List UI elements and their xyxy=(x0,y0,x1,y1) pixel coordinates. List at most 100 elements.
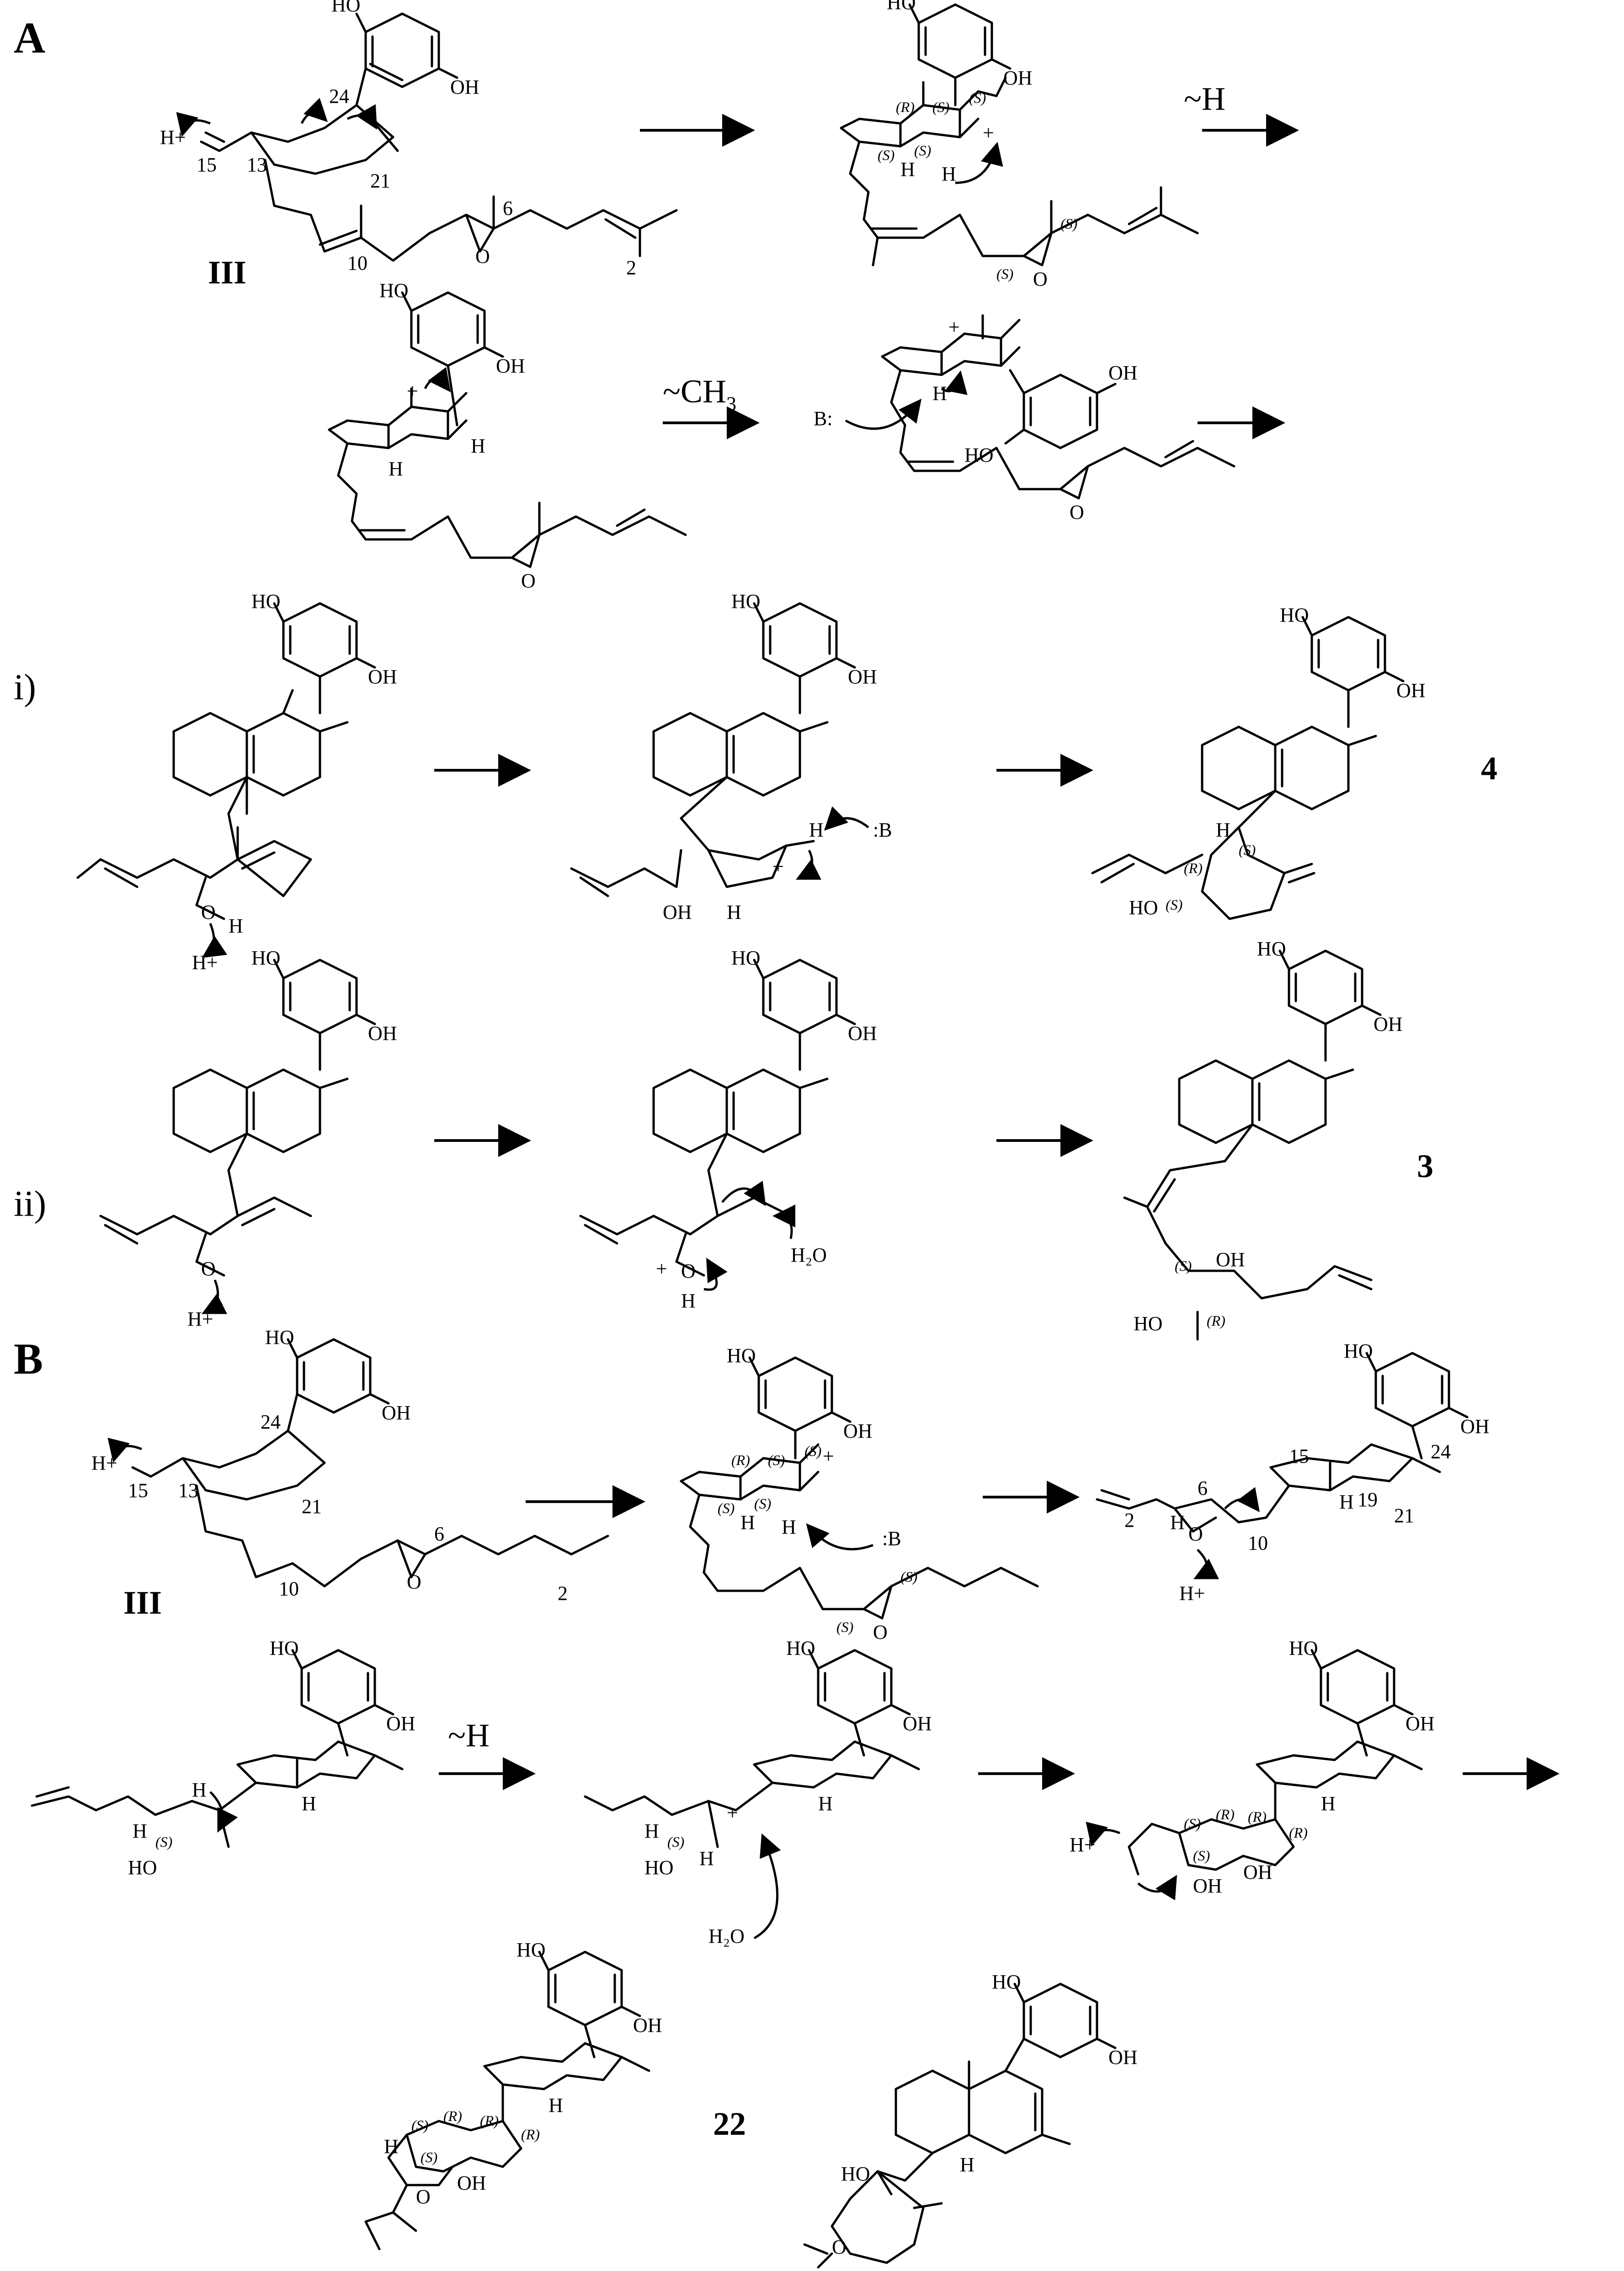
compound-III-b: III xyxy=(123,1584,162,1621)
intermediate-a3: + H OH HO B: O xyxy=(814,314,1235,523)
atom-base-r: :B xyxy=(873,819,892,841)
stereo-S: (S) xyxy=(836,1619,853,1635)
atom-HO: HO xyxy=(516,1939,546,1961)
compound-22-label: 22 xyxy=(713,2106,746,2142)
atom-water: H₂O xyxy=(791,1244,827,1266)
atom-H: H xyxy=(818,1792,833,1815)
atom-OH: OH xyxy=(368,666,397,688)
stereo-S: (S) xyxy=(914,142,931,159)
stereo-S: (S) xyxy=(411,2117,428,2133)
atom-H: H xyxy=(644,1820,659,1842)
atom-plus: + xyxy=(948,316,960,338)
compound-4-structure: HO OH (S) (R) (S) H HO xyxy=(1091,604,1426,920)
atom-O: O xyxy=(201,1258,216,1280)
intermediate-b3: HO OH H H + H (S) HO xyxy=(31,1637,415,1879)
atom-water: H₂O xyxy=(708,1925,745,1947)
atom-H: H xyxy=(133,1820,147,1842)
atom-OH: OH xyxy=(368,1022,397,1045)
num-21: 21 xyxy=(370,170,390,192)
atom-plus: + xyxy=(727,1802,738,1824)
atom-base-r: :B xyxy=(882,1527,901,1550)
atom-O: O xyxy=(681,1260,696,1282)
atom-OH: OH xyxy=(386,1712,415,1735)
atom-HO: HO xyxy=(265,1326,294,1349)
stereo-S: (S) xyxy=(667,1834,684,1850)
num-13: 13 xyxy=(247,154,267,176)
stereo-S: (S) xyxy=(969,90,986,106)
stereo-S: (S) xyxy=(718,1500,735,1516)
panel-label-b: B xyxy=(14,1334,43,1383)
atom-H: H xyxy=(681,1290,696,1312)
atom-HO: HO xyxy=(1289,1637,1318,1659)
compound-3-label: 3 xyxy=(1417,1148,1433,1184)
atom-OH: OH xyxy=(1216,1248,1245,1271)
num-21: 21 xyxy=(302,1495,322,1518)
stereo-S: (S) xyxy=(754,1495,771,1512)
atom-H: H xyxy=(942,163,956,185)
atom-HO: HO xyxy=(251,947,281,969)
intermediate-a2: HO OH + H H O xyxy=(328,279,687,592)
atom-plus: + xyxy=(823,1445,834,1467)
atom-HO: HO xyxy=(786,1637,815,1659)
atom-H: H xyxy=(1339,1491,1354,1513)
atom-plus: + xyxy=(772,855,784,878)
atom-OH: OH xyxy=(457,2172,486,2194)
atom-HO: HO xyxy=(841,2163,870,2185)
stereo-S: (S) xyxy=(1184,1815,1201,1832)
intermediate-b4: HO OH H + H (S) HO H H₂O xyxy=(584,1637,932,1947)
structure-III-a: HO OH 24 21 15 13 H+ 10 O 6 2 xyxy=(160,0,678,279)
intermediate-b5: HO OH H (S) (R) (R) (R) (S) OH OH H+ xyxy=(1070,1637,1435,1901)
atom-H: H xyxy=(1170,1511,1185,1534)
stereo-S: (S) xyxy=(878,147,895,163)
atom-H: H xyxy=(1321,1792,1336,1815)
atom-HO: HO xyxy=(992,1971,1021,1993)
stereo-R: (R) xyxy=(896,99,915,115)
atom-HO: HO xyxy=(331,0,361,16)
atom-O: O xyxy=(416,2186,431,2208)
atom-OH: OH xyxy=(496,355,525,377)
branch-label-i: i) xyxy=(14,667,36,708)
branch-label-ii: ii) xyxy=(14,1184,46,1224)
atom-OH: OH xyxy=(633,2014,662,2036)
num-6: 6 xyxy=(503,197,513,219)
compound-22-structure-a: HO OH H (S) (R) (R) (R) (S) H O OH xyxy=(364,1939,662,2250)
intermediate-a1: HO OH (R) (S) (S) (S) (S) H H + O (S) (S… xyxy=(840,0,1199,290)
atom-Hplus: H+ xyxy=(160,126,186,149)
atom-OH: OH xyxy=(1374,1013,1403,1035)
condition-hydride-shift: ~H xyxy=(1184,80,1225,117)
atom-HO: HO xyxy=(270,1637,299,1659)
atom-HO: HO xyxy=(887,0,916,14)
atom-H: H xyxy=(960,2154,974,2176)
num-2: 2 xyxy=(1124,1509,1134,1531)
atom-OH: OH xyxy=(903,1712,932,1735)
num-24: 24 xyxy=(1431,1440,1451,1463)
atom-HO: HO xyxy=(251,590,281,613)
atom-H: H xyxy=(740,1511,755,1534)
atom-H: H xyxy=(809,819,824,841)
compound-4-label: 4 xyxy=(1481,750,1497,787)
atom-plus: + xyxy=(983,122,994,144)
compound-III-a: III xyxy=(208,254,246,291)
num-19: 19 xyxy=(1358,1488,1378,1511)
num-15: 15 xyxy=(1289,1445,1309,1467)
stereo-R: (R) xyxy=(1207,1312,1225,1329)
atom-OH: OH xyxy=(1108,2046,1138,2068)
atom-Hplus: H+ xyxy=(1179,1582,1205,1605)
branch-ii-step1: HO OH O H+ xyxy=(99,947,397,1330)
atom-O: O xyxy=(1070,501,1084,523)
atom-OH: OH xyxy=(382,1402,411,1424)
atom-O: O xyxy=(521,570,536,592)
atom-HO: HO xyxy=(644,1856,674,1879)
stereo-S: (S) xyxy=(1193,1847,1210,1864)
atom-H: H xyxy=(900,158,915,181)
num-10: 10 xyxy=(347,252,367,274)
atom-HO: HO xyxy=(727,1344,756,1367)
stereo-R: (R) xyxy=(443,2108,462,2124)
stereo-S: (S) xyxy=(1239,842,1256,858)
atom-OH: OH xyxy=(450,76,479,98)
atom-H: H xyxy=(782,1516,796,1538)
stereo-R: (R) xyxy=(1216,1806,1235,1823)
atom-O: O xyxy=(475,245,490,267)
condition-methyl-shift: ~CH3 xyxy=(663,373,736,415)
atom-OH: OH xyxy=(1193,1875,1222,1897)
